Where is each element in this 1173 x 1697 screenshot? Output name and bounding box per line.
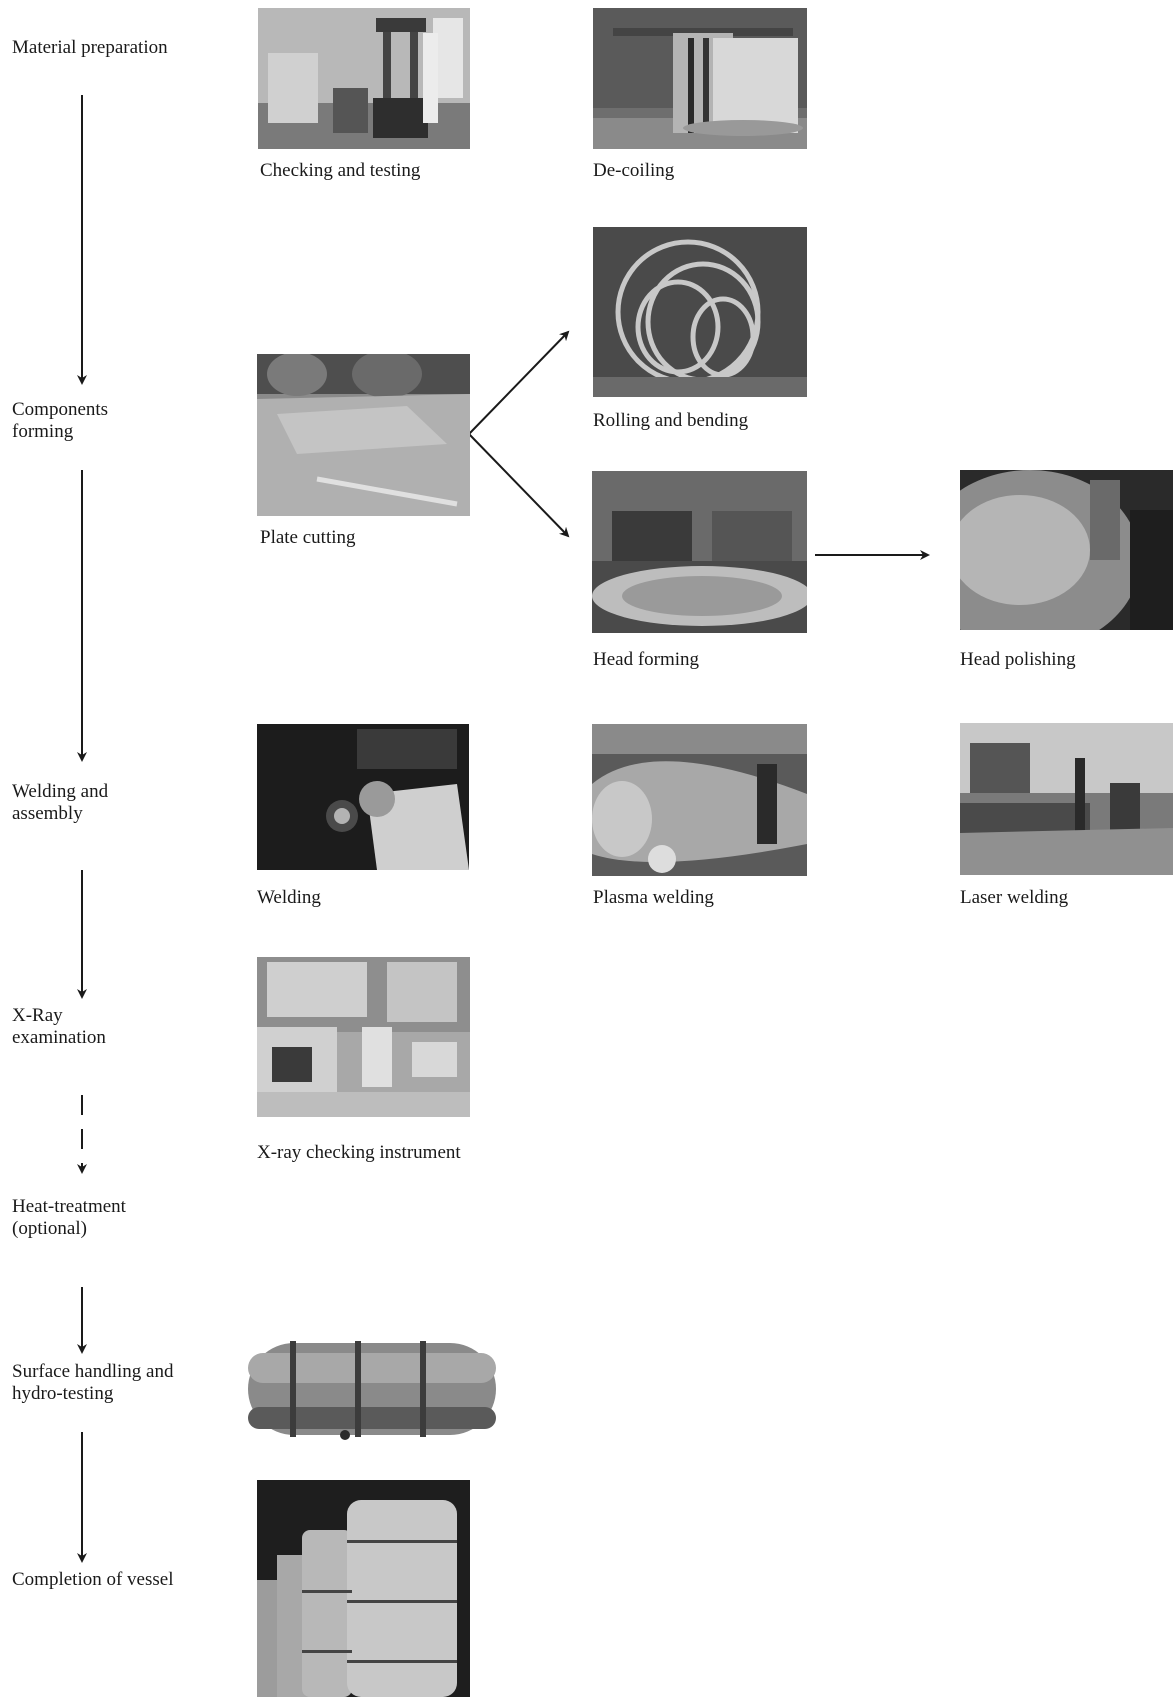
caption-plasma-welding: Plasma welding bbox=[593, 887, 714, 908]
caption-head-forming: Head forming bbox=[593, 649, 700, 670]
photo-xray-instrument bbox=[257, 957, 470, 1117]
stage-completion: Completion of vessel bbox=[12, 1569, 174, 1590]
photo-plasma-welding bbox=[592, 724, 807, 876]
caption-de-coiling: De-coiling bbox=[593, 160, 675, 181]
photo-laser-welding bbox=[960, 723, 1173, 875]
caption-head-polishing: Head polishing bbox=[960, 649, 1076, 670]
photo-head-polishing bbox=[960, 470, 1173, 630]
caption-rolling-bending: Rolling and bending bbox=[593, 410, 749, 431]
arrow-cutting-to-rolling bbox=[468, 330, 570, 435]
caption-welding: Welding bbox=[257, 887, 321, 908]
stage-welding-assembly: Welding and assembly bbox=[12, 781, 109, 824]
stage-heat-treatment: Heat-treatment (optional) bbox=[12, 1196, 126, 1239]
photo-completed-vessels bbox=[257, 1480, 470, 1697]
photo-checking-testing bbox=[258, 8, 470, 149]
arrow-cutting-to-head-forming bbox=[468, 433, 570, 538]
caption-laser-welding: Laser welding bbox=[960, 887, 1069, 908]
stage-material-preparation: Material preparation bbox=[12, 37, 168, 58]
stage-components-forming: Components forming bbox=[12, 399, 109, 442]
caption-xray-instrument: X-ray checking instrument bbox=[257, 1142, 461, 1163]
photo-plate-cutting bbox=[257, 354, 470, 516]
caption-checking-testing: Checking and testing bbox=[260, 160, 421, 181]
caption-plate-cutting: Plate cutting bbox=[260, 527, 356, 548]
photo-welding bbox=[257, 724, 469, 870]
photo-head-forming bbox=[592, 471, 807, 633]
stage-xray-examination: X-Ray examination bbox=[12, 1005, 106, 1048]
stage-surface-handling: Surface handling and hydro-testing bbox=[12, 1361, 174, 1404]
photo-rolling-bending bbox=[593, 227, 807, 397]
photo-tank-hydro-testing bbox=[240, 1335, 504, 1443]
photo-de-coiling bbox=[593, 8, 807, 149]
